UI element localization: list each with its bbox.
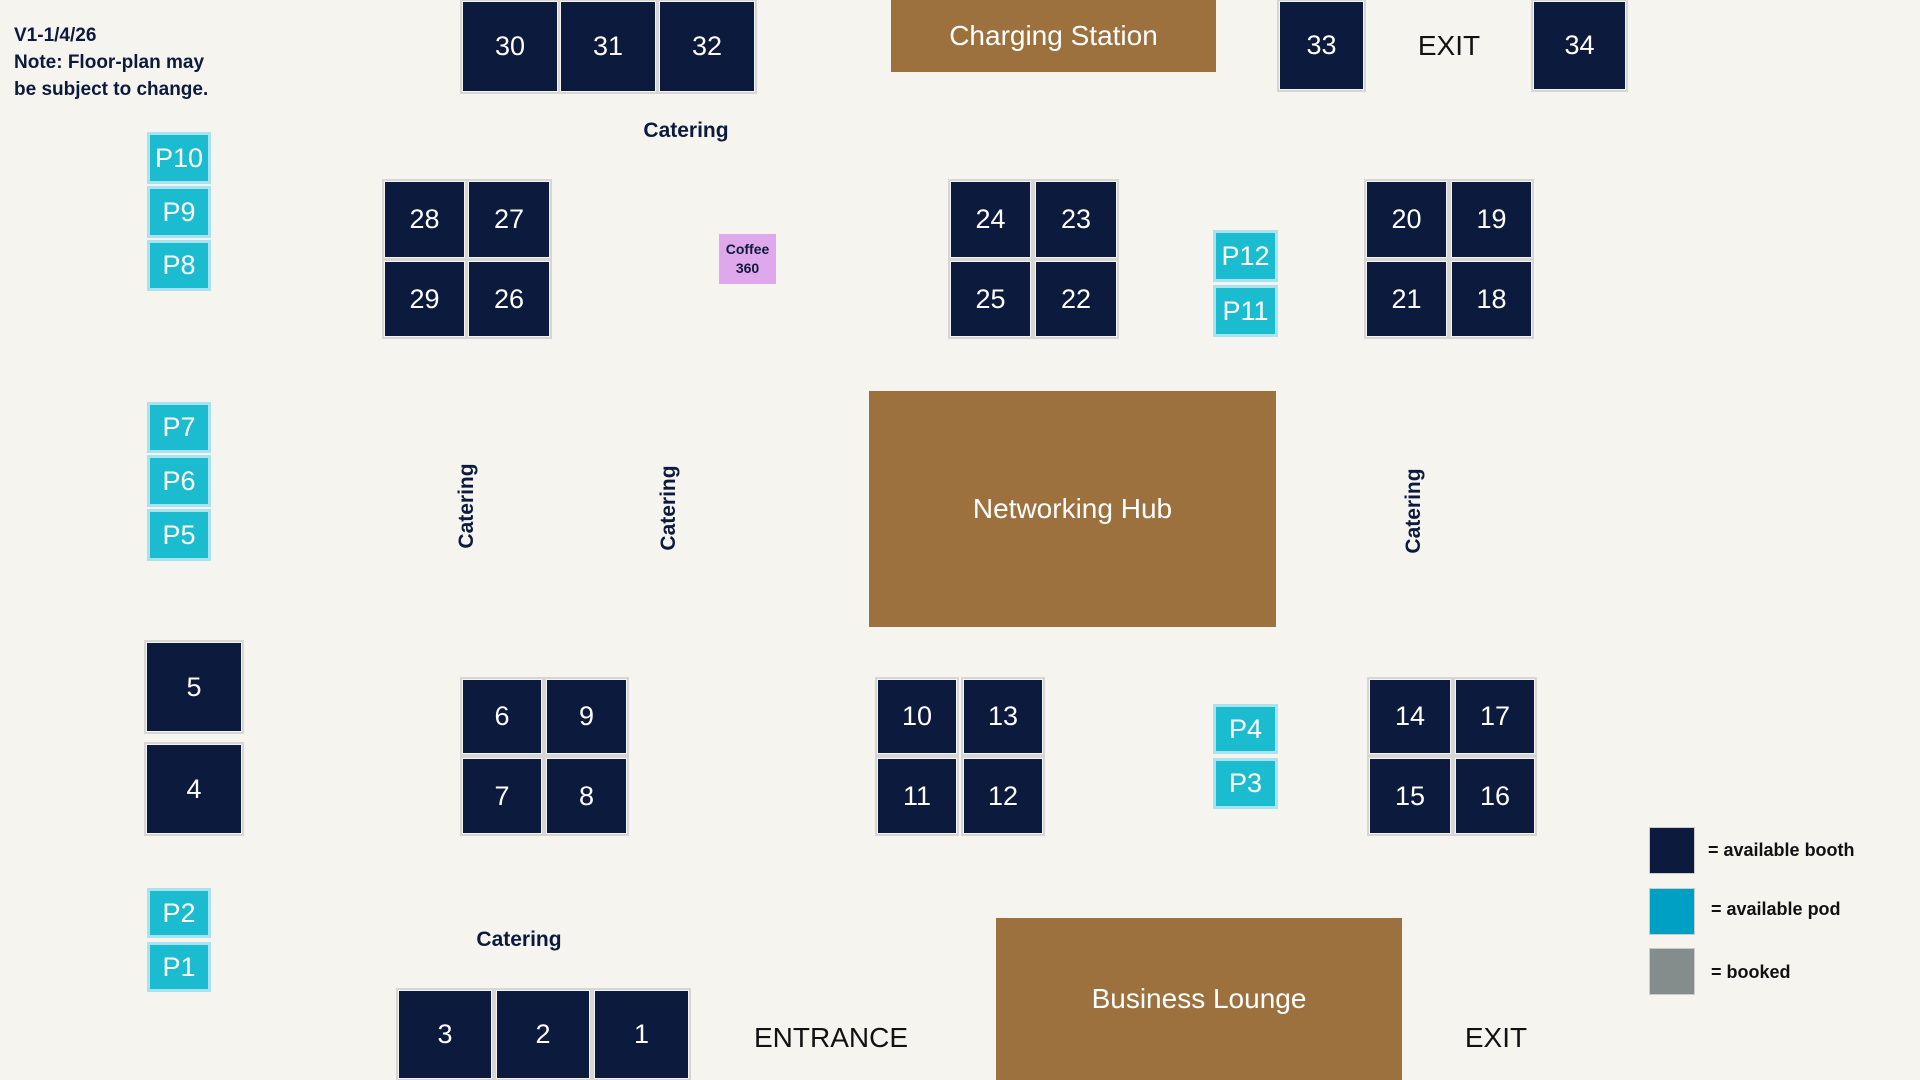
booth-21[interactable]: 21 — [1364, 259, 1449, 339]
booth-3[interactable]: 3 — [396, 988, 494, 1080]
pod-p2[interactable]: P2 — [147, 888, 211, 938]
coffee-line-1: Coffee — [725, 241, 770, 257]
booth-11[interactable]: 11 — [875, 756, 959, 836]
booth-6[interactable]: 6 — [460, 677, 544, 756]
booth-7[interactable]: 7 — [460, 756, 544, 836]
charging-station-zone: Charging Station — [891, 0, 1216, 72]
booth-22[interactable]: 22 — [1033, 259, 1119, 339]
pod-p5[interactable]: P5 — [147, 509, 211, 561]
note-line-1: Note: Floor-plan may — [14, 52, 205, 73]
pod-p1[interactable]: P1 — [147, 942, 211, 992]
pod-p8[interactable]: P8 — [147, 240, 211, 291]
booth-12[interactable]: 12 — [961, 756, 1045, 836]
pod-p7[interactable]: P7 — [147, 402, 211, 453]
pod-p12[interactable]: P12 — [1213, 230, 1278, 282]
booth-13[interactable]: 13 — [961, 677, 1045, 756]
booth-4[interactable]: 4 — [144, 742, 244, 836]
booth-15[interactable]: 15 — [1367, 756, 1453, 836]
coffee-line-2: 360 — [735, 260, 760, 276]
legend-label-booked: = booked — [1711, 962, 1791, 982]
booth-2[interactable]: 2 — [494, 988, 592, 1080]
booth-34[interactable]: 34 — [1531, 0, 1628, 92]
legend-label-pod: = available pod — [1711, 899, 1841, 919]
booth-26[interactable]: 26 — [466, 259, 552, 339]
version-label: V1-1/4/26 — [14, 25, 97, 46]
booth-31[interactable]: 31 — [558, 0, 658, 94]
booth-32[interactable]: 32 — [657, 0, 757, 94]
booth-10[interactable]: 10 — [875, 677, 959, 756]
pod-p6[interactable]: P6 — [147, 455, 211, 507]
booth-25[interactable]: 25 — [948, 259, 1033, 339]
booth-19[interactable]: 19 — [1449, 179, 1534, 260]
exit-label-bottom: EXIT — [1464, 1022, 1528, 1053]
pod-p9[interactable]: P9 — [147, 186, 211, 238]
coffee-360-stand: Coffee 360 — [719, 234, 776, 284]
catering-label-middle: Catering — [657, 465, 680, 551]
booth-5[interactable]: 5 — [144, 640, 244, 734]
booth-14[interactable]: 14 — [1367, 677, 1453, 756]
booth-30[interactable]: 30 — [460, 0, 560, 94]
booth-1[interactable]: 1 — [592, 988, 691, 1080]
pod-p11[interactable]: P11 — [1213, 285, 1278, 337]
booth-33[interactable]: 33 — [1277, 0, 1366, 92]
business-lounge-zone: Business Lounge — [996, 918, 1402, 1080]
booth-29[interactable]: 29 — [382, 259, 467, 339]
booth-24[interactable]: 24 — [948, 179, 1033, 260]
booth-20[interactable]: 20 — [1364, 179, 1449, 260]
booth-17[interactable]: 17 — [1453, 677, 1537, 756]
legend-swatch-pod — [1649, 888, 1695, 935]
booth-28[interactable]: 28 — [382, 179, 467, 260]
networking-hub-zone: Networking Hub — [869, 391, 1276, 627]
pod-p10[interactable]: P10 — [147, 132, 211, 184]
exit-label-top: EXIT — [1417, 30, 1481, 61]
entrance-label: ENTRANCE — [753, 1022, 909, 1053]
pod-p4[interactable]: P4 — [1213, 704, 1278, 754]
note-line-2: be subject to change. — [14, 79, 209, 100]
booth-27[interactable]: 27 — [466, 179, 552, 260]
booth-23[interactable]: 23 — [1033, 179, 1119, 260]
booth-16[interactable]: 16 — [1453, 756, 1537, 836]
booth-8[interactable]: 8 — [544, 756, 629, 836]
catering-label-left: Catering — [455, 463, 478, 549]
catering-label-bottom: Catering — [476, 928, 562, 951]
booth-9[interactable]: 9 — [544, 677, 629, 756]
legend-label-booth: = available booth — [1708, 840, 1855, 860]
plan-note: V1-1/4/26 Note: Floor-plan may be subjec… — [14, 22, 208, 103]
legend-swatch-booked — [1649, 948, 1695, 995]
pod-p3[interactable]: P3 — [1213, 758, 1278, 809]
catering-label-top: Catering — [643, 119, 729, 142]
booth-18[interactable]: 18 — [1449, 259, 1534, 339]
catering-label-right: Catering — [1402, 468, 1425, 554]
legend-swatch-booth — [1649, 827, 1695, 874]
